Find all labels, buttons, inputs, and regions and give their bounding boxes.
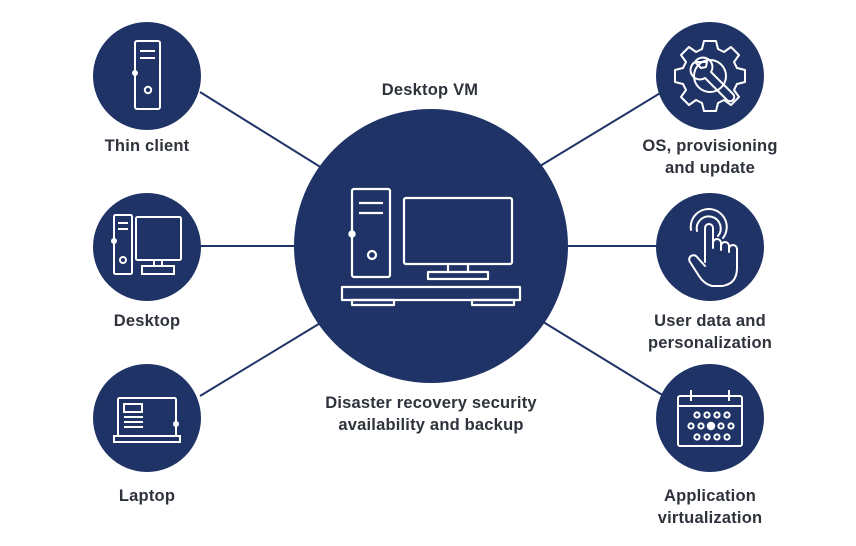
- user-data-node: [656, 193, 764, 301]
- connector-laptop: [199, 321, 323, 397]
- thin-client-tower-icon: [132, 40, 161, 110]
- hub-caption-line1: Disaster recovery security: [325, 394, 537, 412]
- hub-caption: Disaster recovery security availability …: [290, 392, 572, 436]
- app-virtualization-line2: virtualization: [657, 509, 763, 527]
- laptop-label: Laptop: [118, 487, 176, 505]
- desktop-vm-icon: [340, 187, 522, 307]
- desktop-vm-title: Desktop VM: [381, 81, 479, 99]
- os-provisioning-node: [656, 22, 764, 130]
- app-virtualization-node: [656, 364, 764, 472]
- hub-caption-line2: availability and backup: [338, 416, 524, 434]
- desktop-computer-icon: [111, 214, 182, 275]
- os-provisioning-line1: OS, provisioning: [642, 137, 778, 155]
- connector-app-virtualization: [539, 319, 665, 397]
- thin-client-label: Thin client: [104, 137, 190, 155]
- connector-lines: [199, 91, 665, 397]
- user-data-label: User data and personalization: [620, 310, 800, 354]
- desktop-vm-hub: [294, 109, 568, 383]
- thin-client-node: [93, 22, 201, 130]
- laptop-icon: [113, 397, 181, 443]
- desktop-node: [93, 193, 201, 301]
- connector-os-provisioning: [539, 91, 663, 167]
- os-provisioning-line2: and update: [664, 159, 755, 177]
- desktop-label: Desktop: [113, 312, 181, 330]
- app-virtualization-line1: Application: [663, 487, 757, 505]
- user-data-line1: User data and: [654, 312, 766, 330]
- laptop-node: [93, 364, 201, 472]
- gear-wrench-icon: [674, 40, 746, 112]
- os-provisioning-label: OS, provisioning and update: [620, 135, 800, 179]
- calendar-icon: [677, 390, 743, 447]
- connector-thin-client: [199, 91, 323, 169]
- touch-hand-icon: [688, 208, 738, 287]
- app-virtualization-label: Application virtualization: [620, 485, 800, 529]
- user-data-line2: personalization: [647, 334, 773, 352]
